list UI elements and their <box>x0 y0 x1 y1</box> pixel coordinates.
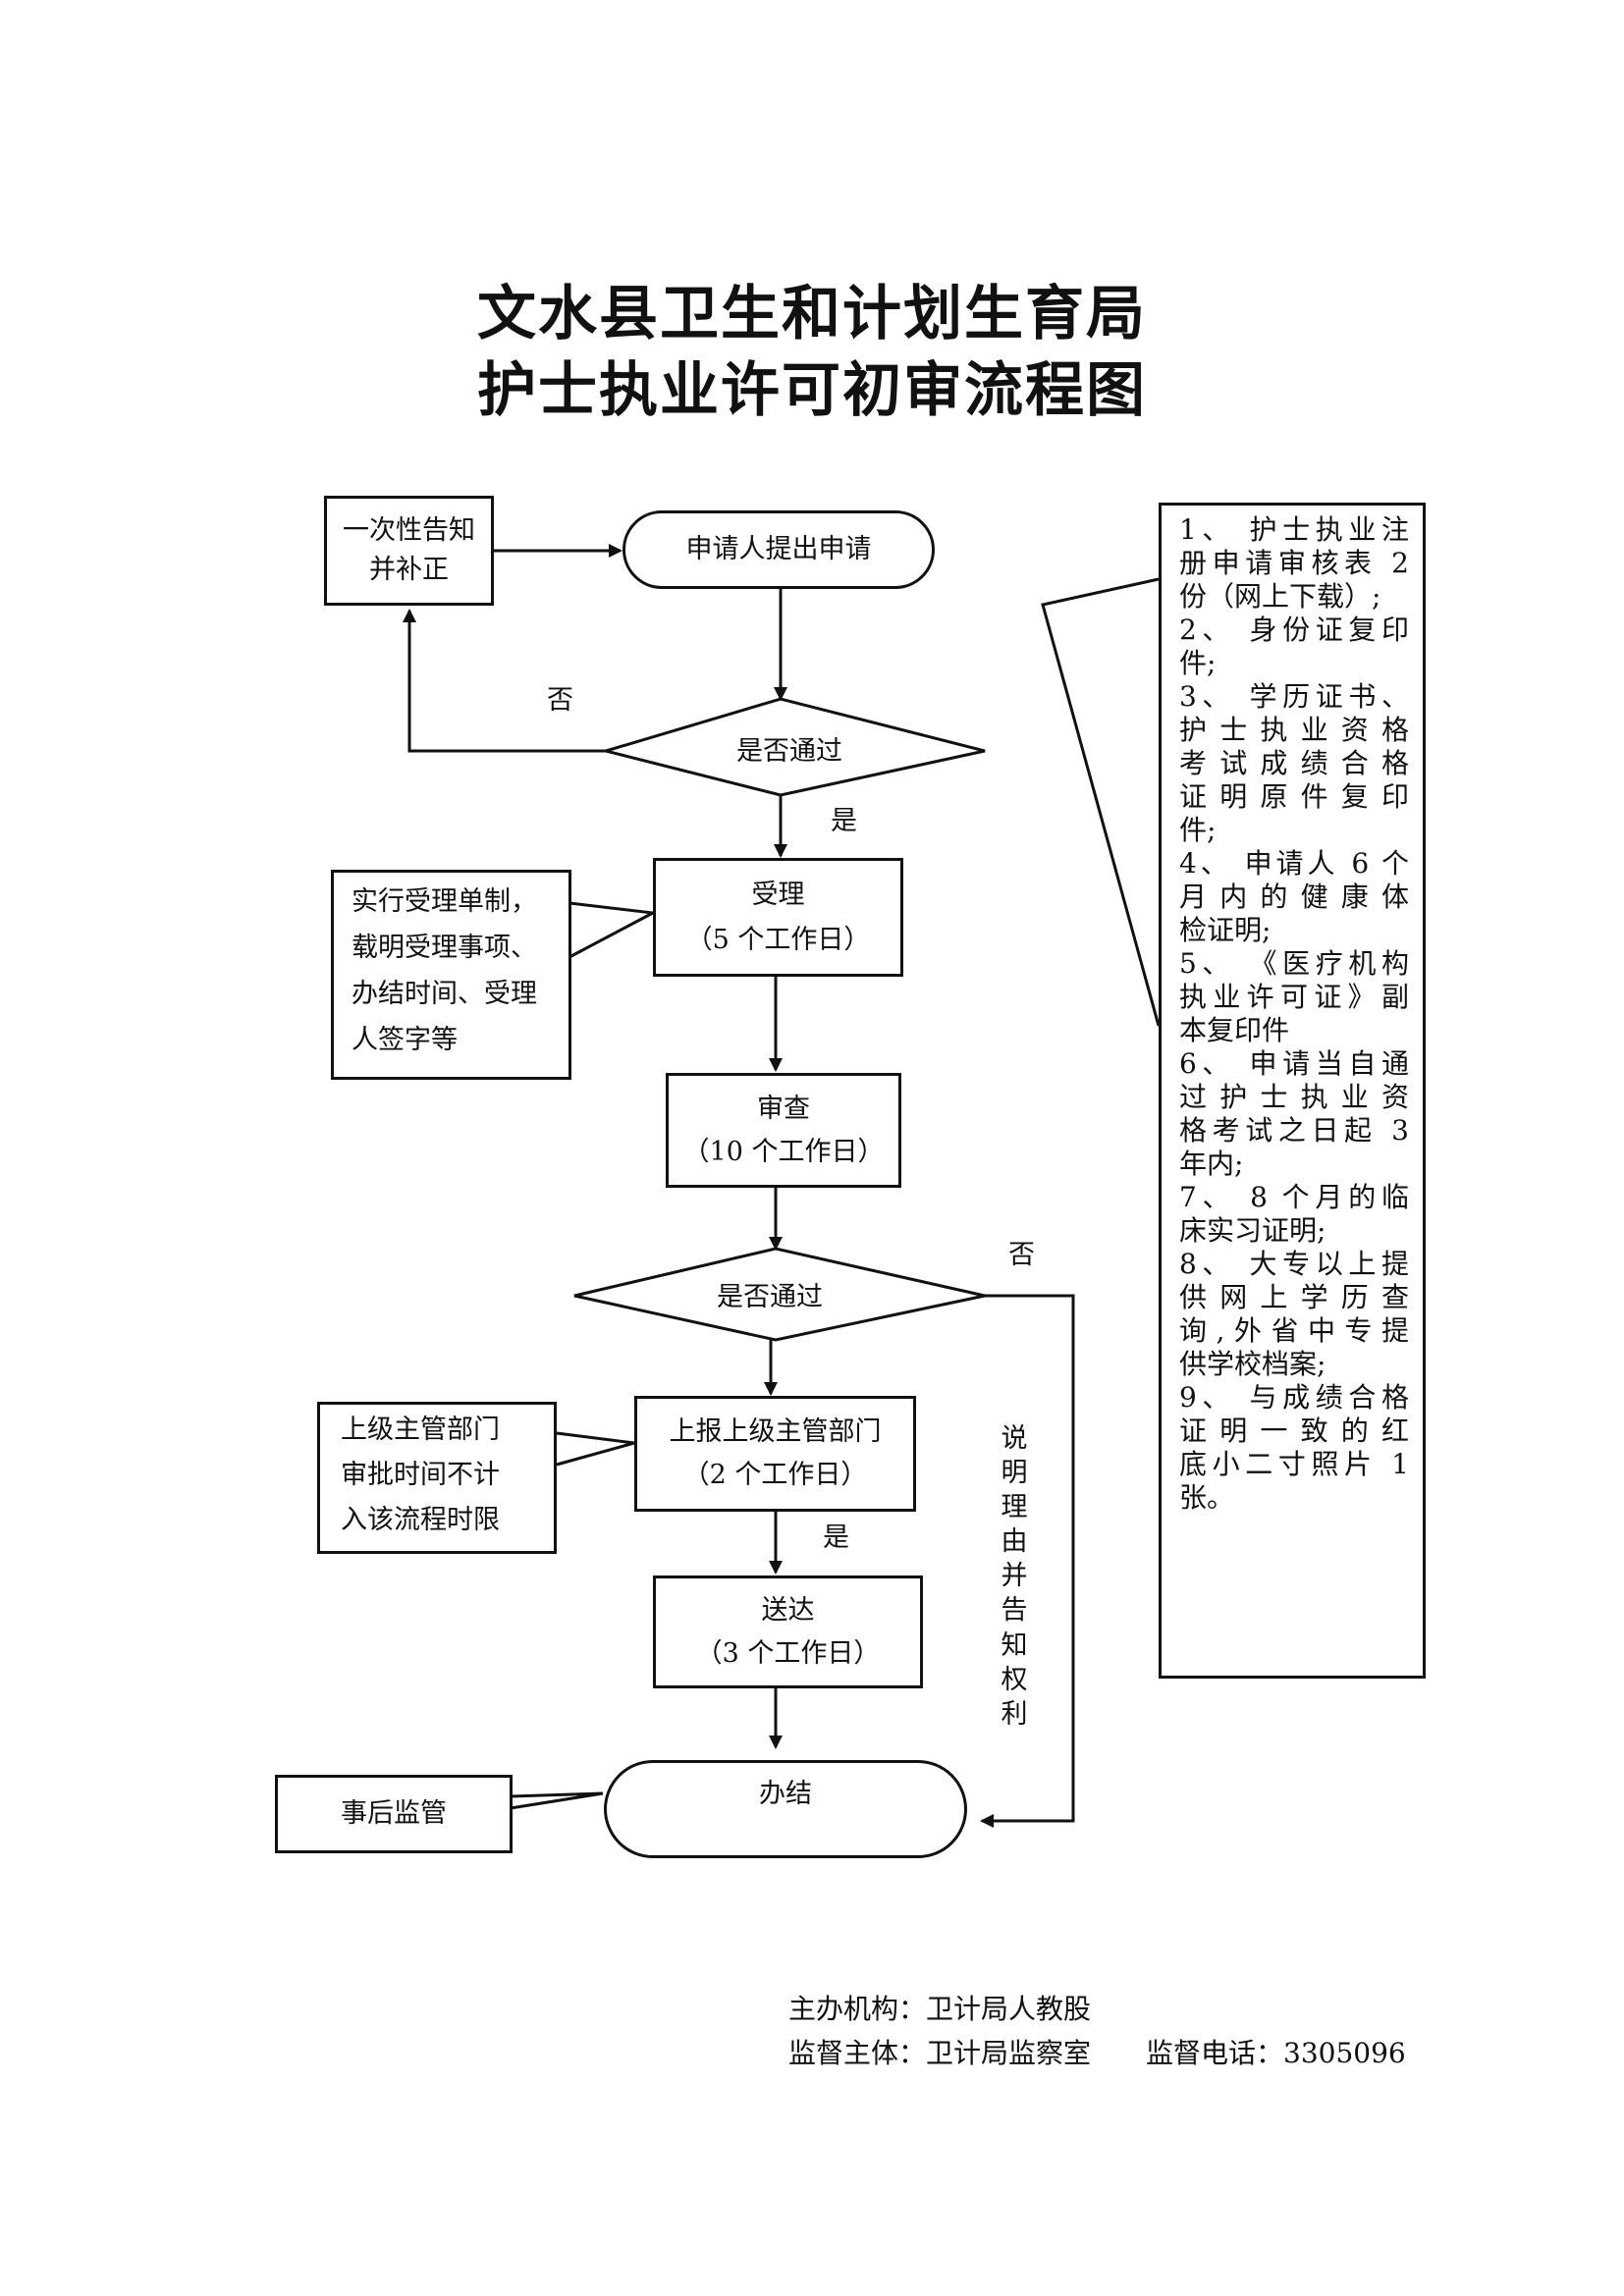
arrow-decision1-no <box>403 609 606 753</box>
decision2-label: 是否通过 <box>717 1282 823 1312</box>
requirement-line: 本复印件 <box>1179 1014 1290 1046</box>
apply-label: 申请人提出申请 <box>685 534 872 564</box>
requirement-line: 册申请审核表 2 <box>1179 547 1409 579</box>
footer-phone: 监督电话：3305096 <box>1146 2037 1406 2069</box>
decision1-label: 是否通过 <box>736 736 842 767</box>
requirement-line: 检证明; <box>1179 914 1272 946</box>
requirement-line: 1、 护士执业注 <box>1179 513 1409 546</box>
explain-char: 权 <box>1001 1664 1028 1695</box>
arrow-decision2-no <box>980 1294 1075 1828</box>
requirement-line: 考试成绩合格 <box>1179 747 1409 779</box>
callout-report-note <box>556 1431 635 1467</box>
accept-duration: （5 个工作日） <box>685 924 871 955</box>
explain-char: 利 <box>1001 1698 1028 1730</box>
finish-label: 办结 <box>759 1779 812 1809</box>
deliver-node: 送达 （3 个工作日） <box>653 1575 923 1688</box>
requirement-line: 9、 与成绩合格 <box>1179 1381 1409 1414</box>
requirement-line: 份（网上下载）; <box>1179 580 1381 613</box>
explain-char: 说 <box>1001 1423 1028 1454</box>
requirement-line: 件; <box>1179 647 1217 679</box>
accept-title: 受理 <box>751 879 805 910</box>
deliver-title: 送达 <box>761 1594 815 1626</box>
requirement-line: 护士执业资格 <box>1179 714 1409 746</box>
accept-note-line4: 人签字等 <box>352 1025 458 1055</box>
accept-note-line1: 实行受理单制， <box>352 886 537 917</box>
report-note-box: 上级主管部门 审批时间不计 入该流程时限 <box>317 1402 557 1554</box>
decision-diamond-2 <box>573 1247 986 1342</box>
requirement-line: 月内的健康体 <box>1179 881 1409 913</box>
requirement-line: 8、 大专以上提 <box>1179 1248 1409 1280</box>
finish-node: 办结 <box>604 1760 967 1858</box>
report-node: 上报上级主管部门 （2 个工作日） <box>634 1396 916 1512</box>
callout-accept-note <box>568 901 658 959</box>
requirement-line: 张。 <box>1179 1481 1235 1514</box>
requirement-line: 年内; <box>1179 1148 1244 1180</box>
review-duration: （10 个工作日） <box>682 1136 885 1167</box>
requirement-line: 供学校档案; <box>1179 1348 1326 1380</box>
requirement-line: 供网上学历查 <box>1179 1281 1409 1313</box>
explain-char: 知 <box>1001 1629 1028 1661</box>
requirement-line: 执业许可证》副 <box>1179 981 1409 1013</box>
decision1-no-label: 否 <box>547 685 573 716</box>
callout-requirements <box>1041 577 1161 1027</box>
report-note-line3: 入该流程时限 <box>341 1505 500 1535</box>
explain-char: 由 <box>1001 1526 1028 1558</box>
accept-note-line3: 办结时间、受理 <box>352 979 537 1009</box>
requirement-line: 件; <box>1179 814 1217 846</box>
correct-once-line2: 并补正 <box>369 555 449 585</box>
requirement-line: 6、 申请当自通 <box>1179 1047 1409 1080</box>
footer-supervisor: 监督主体：卫计局监察室 <box>788 2037 1092 2069</box>
requirement-line: 7、 8 个月的临 <box>1179 1181 1409 1213</box>
accept-node: 受理 （5 个工作日） <box>653 858 903 977</box>
supervise-label: 事后监管 <box>341 1798 447 1829</box>
requirement-line: 底小二寸照片 1 <box>1179 1448 1409 1480</box>
footer-host: 主办机构：卫计局人教股 <box>788 1993 1092 2025</box>
callout-supervise <box>510 1791 604 1810</box>
title-line-2: 护士执业许可初审流程图 <box>477 356 1147 425</box>
decision1-yes-label: 是 <box>831 806 857 836</box>
supervise-box: 事后监管 <box>275 1775 513 1853</box>
explain-char: 告 <box>1001 1595 1028 1627</box>
explain-char: 并 <box>1001 1561 1028 1592</box>
explain-rights-label: 说 明 理 由 并 告 知 权 利 <box>1000 1421 1029 1732</box>
requirement-line: 2、 身份证复印 <box>1179 614 1409 646</box>
requirement-line: 询,外省中专提 <box>1179 1314 1409 1347</box>
decision-diamond-1 <box>600 697 986 797</box>
requirement-line: 格考试之日起 3 <box>1179 1114 1409 1147</box>
correct-once-box: 一次性告知 并补正 <box>324 496 494 606</box>
report-duration: （2 个工作日） <box>682 1460 868 1490</box>
requirement-line: 过护士执业资 <box>1179 1081 1409 1113</box>
requirement-line: 证明原件复印 <box>1179 780 1409 813</box>
requirement-line: 5、 《医疗机构 <box>1179 947 1409 980</box>
report-title: 上报上级主管部门 <box>669 1416 882 1447</box>
requirement-line: 3、 学历证书、 <box>1179 680 1409 713</box>
correct-once-line1: 一次性告知 <box>343 515 475 546</box>
apply-node: 申请人提出申请 <box>623 510 935 589</box>
requirement-line: 证明一致的红 <box>1179 1415 1409 1447</box>
explain-char: 明 <box>1001 1458 1028 1489</box>
explain-char: 理 <box>1001 1492 1028 1523</box>
title-line-1: 文水县卫生和计划生育局 <box>477 280 1147 348</box>
accept-note-line2: 载明受理事项、 <box>352 933 537 963</box>
report-note-line2: 审批时间不计 <box>341 1460 500 1490</box>
deliver-duration: （3 个工作日） <box>695 1637 881 1669</box>
review-node: 审查 （10 个工作日） <box>666 1073 901 1188</box>
accept-note-box: 实行受理单制， 载明受理事项、 办结时间、受理 人签字等 <box>331 870 571 1080</box>
review-title: 审查 <box>757 1093 810 1124</box>
decision2-no-label: 否 <box>1008 1240 1035 1270</box>
report-yes-label: 是 <box>823 1522 849 1553</box>
requirement-line: 4、 申请人 6 个 <box>1179 847 1409 880</box>
report-note-line1: 上级主管部门 <box>341 1415 500 1445</box>
requirement-line: 床实习证明; <box>1179 1214 1326 1247</box>
